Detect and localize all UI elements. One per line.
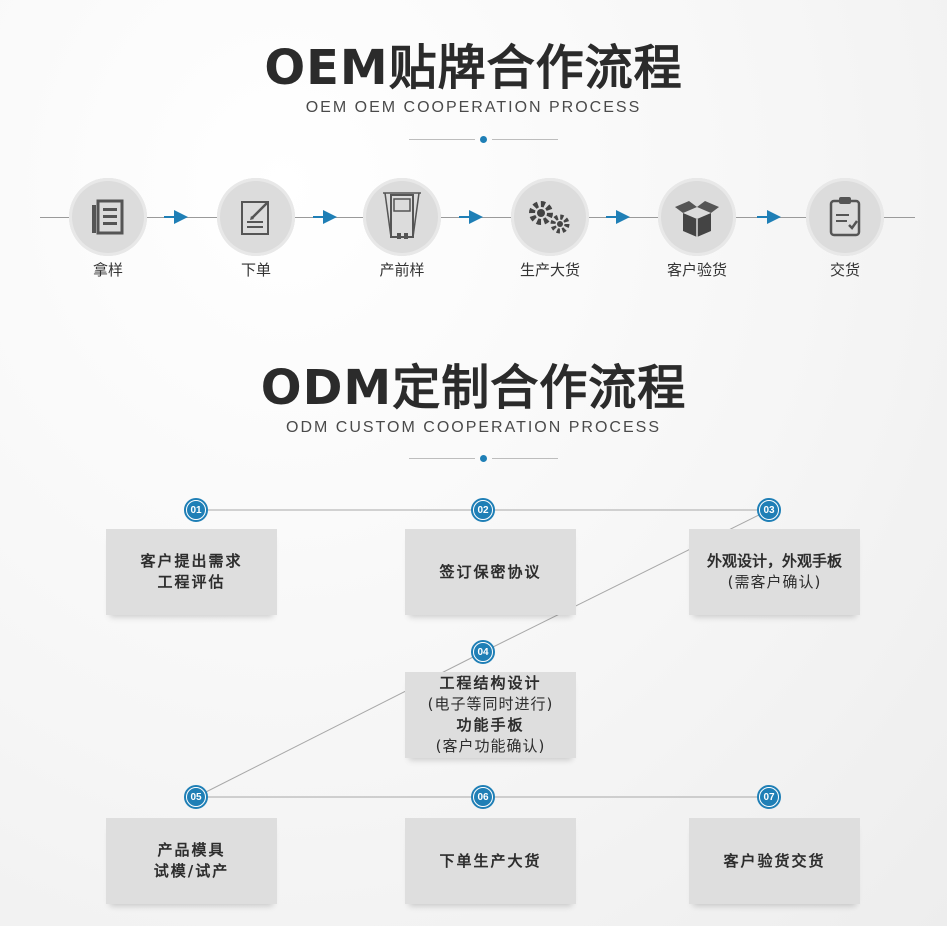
odm-step-6-number: 06 xyxy=(471,785,495,809)
oem-arrow-1 xyxy=(174,210,188,224)
oem-arrow-2 xyxy=(323,210,337,224)
oem-step-4-label: 生产大货 xyxy=(519,261,580,279)
oem-step-2-circle xyxy=(217,178,295,256)
odm-step-1-line-1: 客户提出需求 xyxy=(140,552,243,570)
oem-arrow-1-stem xyxy=(164,216,174,218)
oem-arrow-2-stem xyxy=(313,216,323,218)
odm-step-5-number: 05 xyxy=(184,785,208,809)
oem-step-4-circle xyxy=(511,178,589,256)
odm-step-7-line-1: 客户验货交货 xyxy=(723,851,826,870)
oem-title: OEM贴牌合作流程 xyxy=(264,40,683,96)
oem-step-3-label: 产前样 xyxy=(379,261,425,279)
oem-divider-left xyxy=(409,139,475,140)
oem-step-2-label: 下单 xyxy=(240,261,271,279)
oem-arrow-4-stem xyxy=(606,216,616,218)
odm-step-7-number: 07 xyxy=(757,785,781,809)
odm-step-6-line-1: 下单生产大货 xyxy=(439,851,542,870)
oem-step-5-label: 客户验货 xyxy=(666,261,727,279)
odm-step-4-line-4: (客户功能确认) xyxy=(435,737,546,755)
oem-arrow-4 xyxy=(616,210,630,224)
odm-step-7-box: 客户验货交货 xyxy=(689,818,860,904)
odm-step-3-number: 03 xyxy=(757,498,781,522)
clipboard-check-icon xyxy=(829,197,861,237)
oem-step-1-circle xyxy=(69,178,147,256)
odm-step-4-box: 工程结构设计 (电子等同时进行) 功能手板 (客户功能确认) xyxy=(405,672,576,758)
odm-step-5-box: 产品模具 试模/试产 xyxy=(106,818,277,904)
odm-divider-dot xyxy=(480,455,487,462)
odm-step-3-line-1: 外观设计，外观手板 xyxy=(706,552,842,570)
odm-step-3-box: 外观设计，外观手板 (需客户确认) xyxy=(689,529,860,615)
odm-step-4-line-3: 功能手板 xyxy=(456,716,525,734)
odm-step-1-line-2: 工程评估 xyxy=(157,573,226,591)
gears-icon xyxy=(529,201,570,234)
order-form-icon xyxy=(241,201,269,235)
oem-step-6-circle xyxy=(806,178,884,256)
oem-step-1-label: 拿样 xyxy=(92,261,123,279)
odm-step-2-box: 签订保密协议 xyxy=(405,529,576,615)
open-box-icon xyxy=(675,201,719,237)
odm-step-4-number: 04 xyxy=(471,640,495,664)
oem-arrow-3 xyxy=(469,210,483,224)
oem-arrow-5-stem xyxy=(757,216,767,218)
odm-step-3-line-2: (需客户确认) xyxy=(727,573,822,591)
odm-step-4-line-1: 工程结构设计 xyxy=(439,674,542,692)
oem-subtitle: OEM OEM COOPERATION PROCESS xyxy=(305,99,642,116)
odm-divider-right xyxy=(492,458,558,459)
oem-arrow-5 xyxy=(767,210,781,224)
oem-divider-right xyxy=(492,139,558,140)
oem-divider-dot xyxy=(480,136,487,143)
document-list-icon xyxy=(92,199,124,235)
odm-subtitle: ODM CUSTOM COOPERATION PROCESS xyxy=(286,419,661,436)
odm-step-5-line-1: 产品模具 xyxy=(157,841,226,859)
odm-step-2-line-1: 签订保密协议 xyxy=(439,562,542,581)
odm-step-6-box: 下单生产大货 xyxy=(405,818,576,904)
odm-step-1-box: 客户提出需求 工程评估 xyxy=(106,529,277,615)
oem-step-5-circle xyxy=(658,178,736,256)
odm-step-5-line-2: 试模/试产 xyxy=(153,862,230,880)
oem-step-6-label: 交货 xyxy=(829,261,860,279)
oem-step-3-circle xyxy=(363,178,441,256)
oem-arrow-3-stem xyxy=(459,216,469,218)
odm-step-4-line-2: (电子等同时进行) xyxy=(427,695,554,713)
sample-machine-icon xyxy=(383,192,421,239)
odm-title: ODM定制合作流程 xyxy=(260,360,687,416)
odm-divider-left xyxy=(409,458,475,459)
odm-step-2-number: 02 xyxy=(471,498,495,522)
odm-step-1-number: 01 xyxy=(184,498,208,522)
